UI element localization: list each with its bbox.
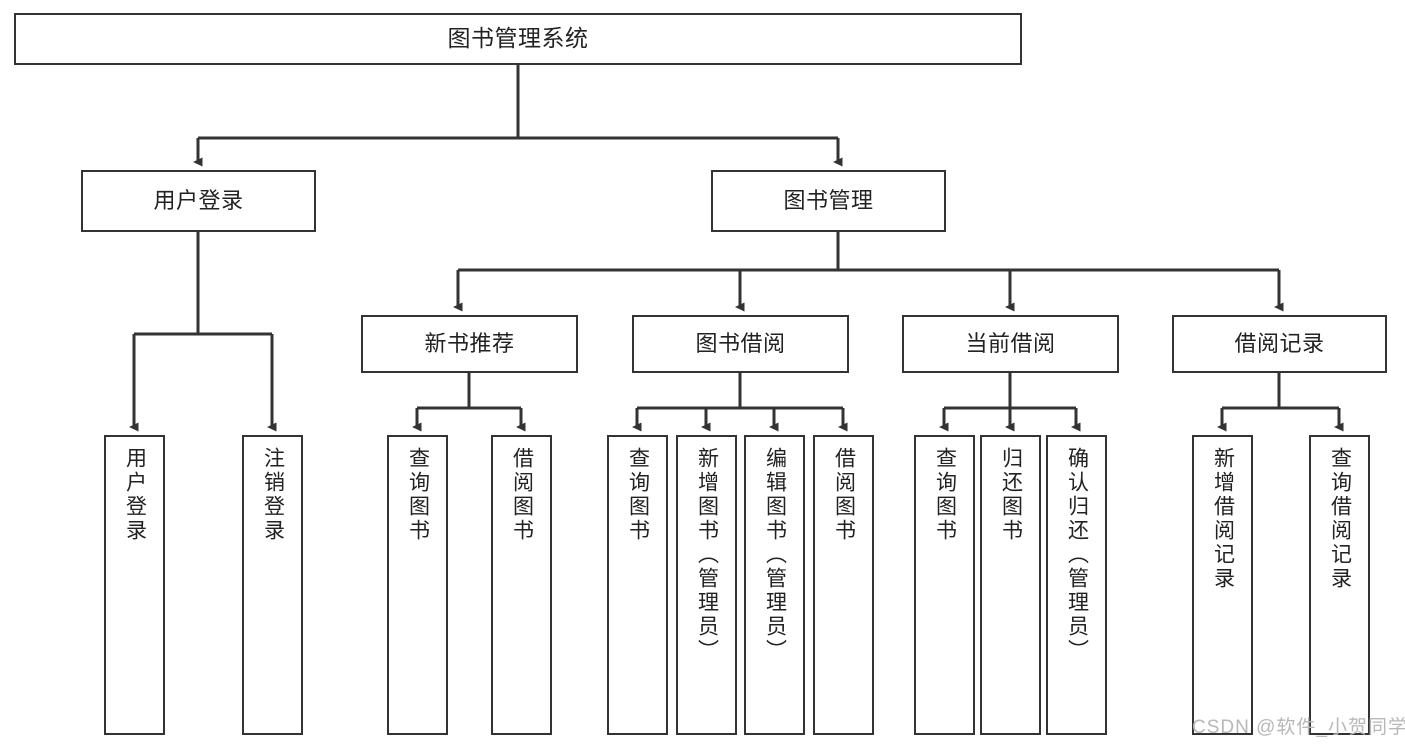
node-label: 借阅图书	[510, 447, 534, 543]
node-label: 归还图书	[999, 447, 1023, 543]
node-label: 图书管理系统	[447, 25, 589, 52]
leaf-logout[interactable]: 注销登录	[242, 435, 303, 735]
node-root-system[interactable]: 图书管理系统	[14, 13, 1022, 65]
leaf-current-confirm-return-admin[interactable]: 确认归还（管理员）	[1046, 435, 1107, 735]
leaf-record-query-borrow-record[interactable]: 查询借阅记录	[1309, 435, 1370, 735]
leaf-borrow-edit-book-admin[interactable]: 编辑图书（管理员）	[744, 435, 805, 735]
node-user-login[interactable]: 用户登录	[81, 170, 316, 232]
node-book-management[interactable]: 图书管理	[711, 170, 946, 232]
node-label: 图书借阅	[695, 331, 786, 357]
leaf-borrow-add-book-admin[interactable]: 新增图书（管理员）	[676, 435, 737, 735]
leaf-user-login[interactable]: 用户登录	[104, 435, 165, 735]
node-label: 查询图书	[933, 447, 957, 543]
node-label: 借阅记录	[1234, 331, 1325, 357]
node-label: 用户登录	[123, 447, 147, 543]
node-label: 借阅图书	[832, 447, 856, 543]
node-label: 查询图书	[626, 447, 650, 543]
node-label: 当前借阅	[965, 331, 1056, 357]
csdn-watermark: CSDN @软件_小贺同学	[1192, 717, 1405, 738]
node-new-book-recommend[interactable]: 新书推荐	[361, 315, 578, 373]
node-label: 用户登录	[153, 188, 244, 214]
node-label: 注销登录	[261, 447, 285, 543]
node-book-borrow[interactable]: 图书借阅	[632, 315, 849, 373]
leaf-current-return-book[interactable]: 归还图书	[980, 435, 1041, 735]
leaf-recommend-query-book[interactable]: 查询图书	[387, 435, 448, 735]
node-label: 查询图书	[406, 447, 430, 543]
node-label: 新书推荐	[424, 331, 515, 357]
node-borrow-record[interactable]: 借阅记录	[1172, 315, 1387, 373]
node-label: 新增借阅记录	[1211, 447, 1235, 591]
leaf-recommend-borrow-book[interactable]: 借阅图书	[491, 435, 552, 735]
node-label: 查询借阅记录	[1328, 447, 1352, 591]
node-label: 确认归还（管理员）	[1065, 447, 1089, 663]
leaf-borrow-query-book[interactable]: 查询图书	[607, 435, 668, 735]
leaf-current-query-book[interactable]: 查询图书	[914, 435, 975, 735]
leaf-borrow-borrow-book[interactable]: 借阅图书	[813, 435, 874, 735]
node-label: 图书管理	[783, 188, 874, 214]
node-label: 编辑图书（管理员）	[763, 447, 787, 663]
node-label: 新增图书（管理员）	[695, 447, 719, 663]
leaf-record-add-borrow-record[interactable]: 新增借阅记录	[1192, 435, 1253, 735]
node-current-borrow[interactable]: 当前借阅	[902, 315, 1119, 373]
